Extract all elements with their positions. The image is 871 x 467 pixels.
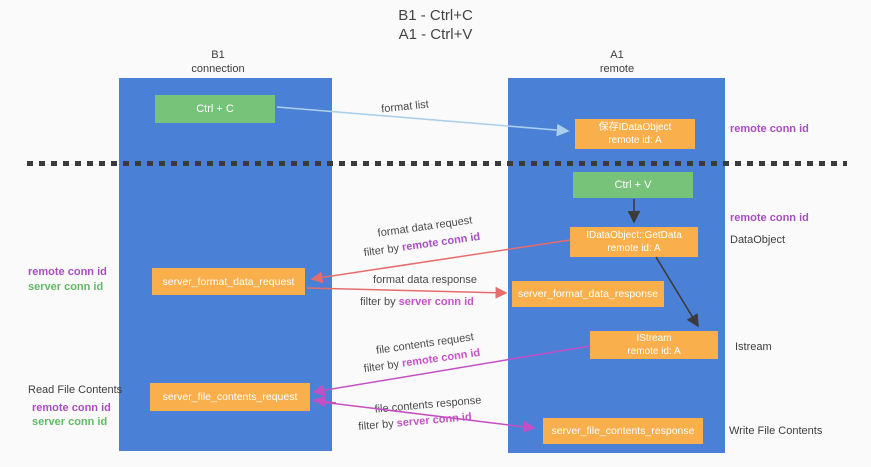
dashed-separator (27, 161, 847, 166)
right-column-subtitle: remote (599, 63, 635, 75)
node-idataobject-getdata-line1: IDataObject::GetData (586, 230, 682, 241)
label-format-list: format list (380, 98, 430, 116)
label-format-data-response: format data response (373, 274, 477, 286)
node-idataobject-getdata-line2: remote id: A (607, 243, 661, 254)
node-istream-line2: remote id: A (627, 346, 681, 357)
annotation-server-conn-id-left2: server conn id (32, 416, 108, 428)
filter-by-text: filter by (357, 417, 395, 433)
annotation-remote-conn-id-top: remote conn id (730, 123, 809, 135)
annotation-dataobject: DataObject (730, 234, 786, 246)
diagram-title: B1 - Ctrl+C A1 - Ctrl+V (0, 6, 871, 44)
node-server-file-contents-response: server_file_contents_response (543, 418, 703, 444)
left-column-header: B1 connection (148, 48, 288, 76)
annotation-remote-conn-id-left2: remote conn id (32, 402, 111, 414)
node-server-format-data-response: server_format_data_response (512, 281, 664, 307)
node-save-idataobject: 保存IDataObject remote id: A (575, 119, 695, 149)
label-filter-server-1: filter by server conn id (337, 296, 497, 308)
annotation-istream: Istream (735, 341, 772, 353)
node-server-file-contents-request: server_file_contents_request (150, 383, 310, 411)
node-ctrl-v: Ctrl + V (573, 172, 693, 198)
filter-by-text: filter by (363, 358, 400, 376)
node-save-idataobject-line1: 保存IDataObject (598, 122, 672, 133)
annotation-remote-conn-id-left1: remote conn id (28, 266, 107, 278)
arrow-format-data-response (306, 286, 508, 299)
node-istream-line1: IStream (636, 333, 672, 344)
node-server-format-data-request: server_format_data_request (152, 268, 305, 295)
node-idataobject-getdata: IDataObject::GetData remote id: A (570, 227, 698, 257)
filter-by-text: filter by (363, 242, 400, 260)
node-ctrl-c: Ctrl + C (155, 95, 275, 123)
left-column-subtitle: connection (191, 63, 245, 75)
filter-id-server: server conn id (398, 296, 474, 308)
title-line-2: A1 - Ctrl+V (398, 26, 473, 43)
left-column-name: B1 (211, 49, 225, 61)
filter-id-server: server conn id (396, 411, 473, 430)
annotation-write-file-contents: Write File Contents (729, 425, 823, 437)
node-istream: IStream remote id: A (590, 331, 718, 359)
annotation-read-file-contents: Read File Contents (28, 384, 123, 396)
annotation-server-conn-id-left1: server conn id (28, 281, 104, 293)
title-line-1: B1 - Ctrl+C (398, 7, 473, 24)
right-column-header: A1 remote (547, 48, 687, 76)
annotation-remote-conn-id-mid: remote conn id (730, 212, 809, 224)
filter-by-text: filter by (360, 296, 396, 308)
right-column-name: A1 (610, 49, 624, 61)
node-save-idataobject-line2: remote id: A (608, 135, 662, 146)
